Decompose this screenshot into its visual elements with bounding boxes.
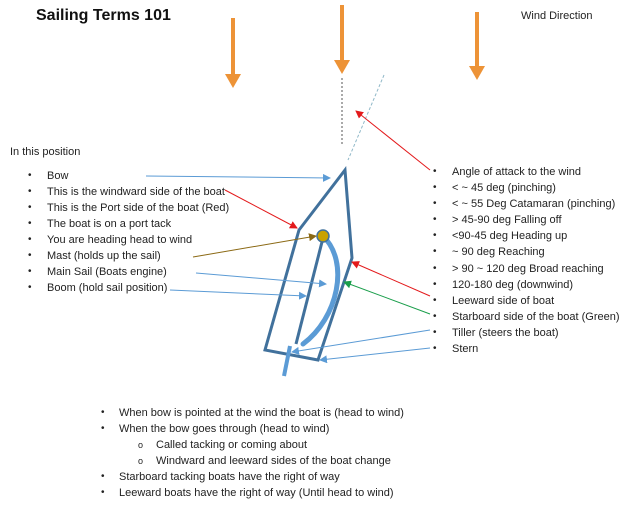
boom [294,237,325,345]
mast-pointer [192,233,317,258]
wind-arrow-right [469,12,485,80]
note-tacking: Called tacking or coming about [119,437,404,453]
note-sides-change: Windward and leeward sides of the boat c… [119,453,404,469]
heading-reference-line [347,74,385,161]
wind-arrow-center [334,5,350,74]
term-downwind: 120-180 deg (downwind) [433,277,620,293]
windward-pointer [224,189,298,229]
term-windward-side: This is the windward side of the boat [28,184,229,200]
tiller-pointer [291,329,431,355]
note-starboard-right-of-way: Starboard tacking boats have the right o… [101,469,404,485]
term-catamaran-pinching: < ~ 55 Deg Catamaran (pinching) [433,196,620,212]
left-term-list: Bow This is the windward side of the boa… [28,168,229,296]
term-mast: Mast (holds up the sail) [28,248,229,264]
mast [316,229,330,243]
term-pinching: < ~ 45 deg (pinching) [433,180,620,196]
term-leeward-side: Leeward side of boat [433,293,620,309]
starboard-pointer [343,280,431,315]
term-head-to-wind: You are heading head to wind [28,232,229,248]
term-stern: Stern [433,341,620,357]
term-bow: Bow [28,168,229,184]
context-label: In this position [10,146,81,158]
term-port-tack: The boat is on a port tack [28,216,229,232]
page-title: Sailing Terms 101 [36,7,171,24]
angle-of-attack-pointer [355,110,431,171]
wind-direction-label: Wind Direction [521,10,593,22]
leeward-pointer [351,261,431,297]
term-main-sail: Main Sail (Boats engine) [28,264,229,280]
term-heading-up: <90-45 deg Heading up [433,228,620,244]
bow-pointer [145,173,331,182]
main-sail [300,233,341,347]
term-angle-of-attack: Angle of attack to the wind [433,164,620,180]
right-term-list: Angle of attack to the wind < ~ 45 deg (… [433,164,620,357]
main-sail-pointer [195,272,327,288]
note-head-to-wind: When bow is pointed at the wind the boat… [101,405,404,421]
note-leeward-right-of-way: Leeward boats have the right of way (Unt… [101,485,404,501]
term-falling-off: > 45-90 deg Falling off [433,212,620,228]
term-broad-reaching: > 90 ~ 120 deg Broad reaching [433,261,620,277]
note-bow-goes-through: When the bow goes through (head to wind) [101,421,404,437]
term-port-side: This is the Port side of the boat (Red) [28,200,229,216]
stern-pointer [319,347,431,364]
term-reaching: ~ 90 deg Reaching [433,244,620,260]
boom-pointer [169,289,307,300]
notes-list: When bow is pointed at the wind the boat… [101,405,404,501]
boat-hull [263,165,354,362]
wind-arrow-left [225,18,241,88]
term-starboard-side: Starboard side of the boat (Green) [433,309,619,325]
tiller [282,345,292,377]
term-boom: Boom (hold sail position) [28,280,229,296]
term-tiller: Tiller (steers the boat) [433,325,620,341]
